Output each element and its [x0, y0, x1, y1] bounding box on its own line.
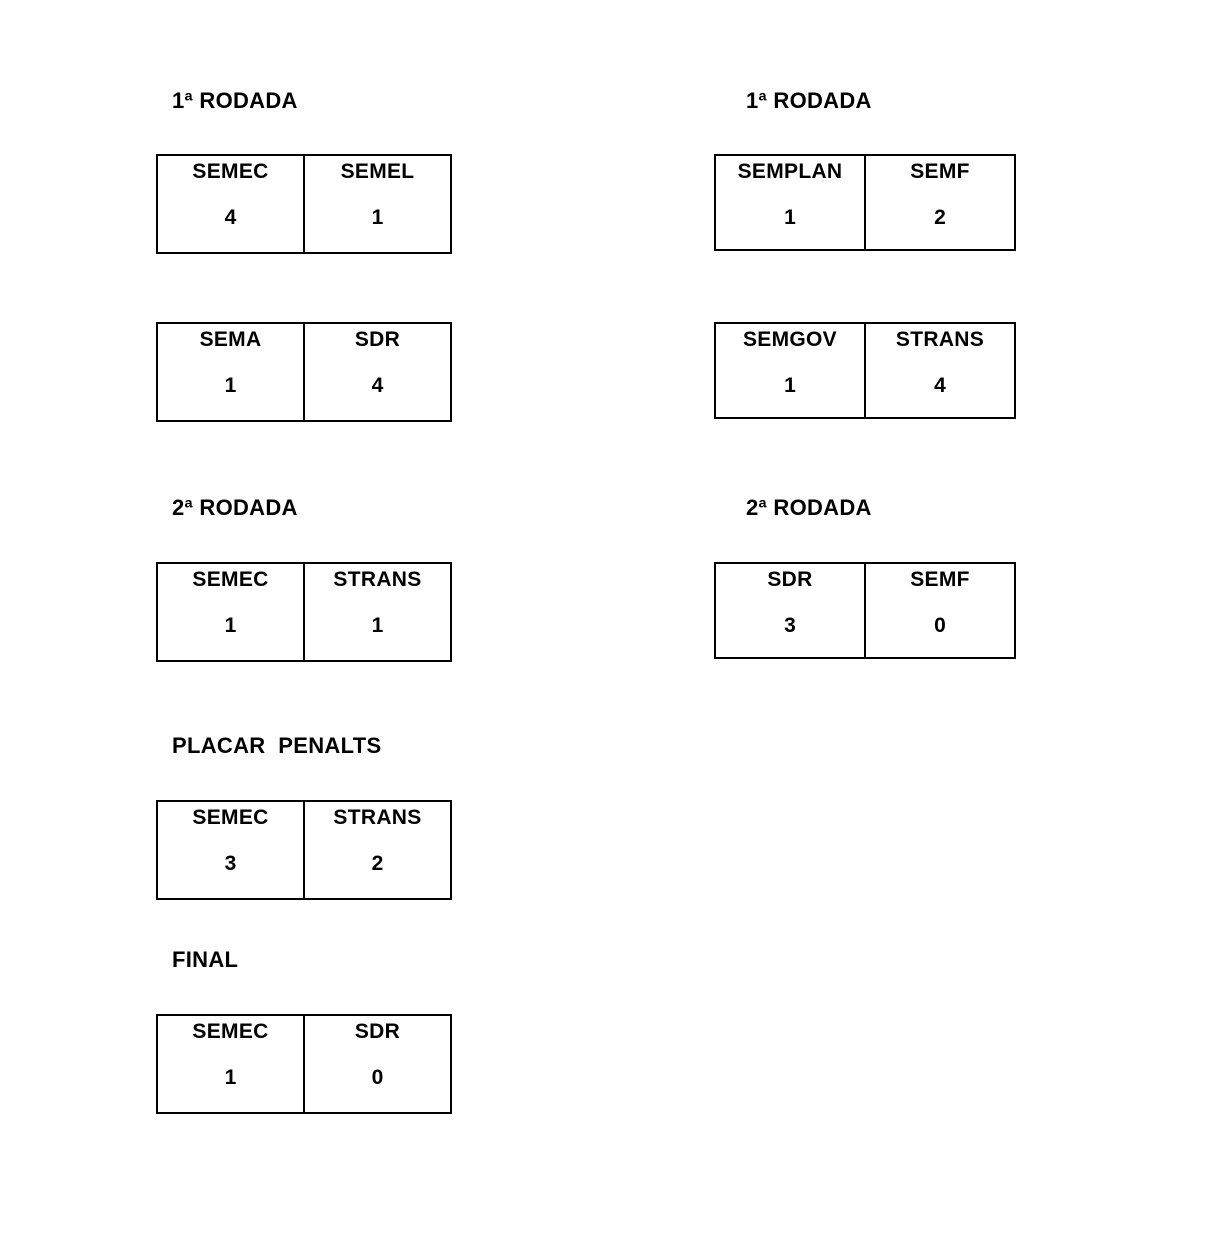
team-score: 1 [224, 374, 237, 397]
match-box: SEMPLAN 1 SEMF 2 [714, 154, 1016, 251]
team-name: SEMF [910, 568, 970, 591]
team-score: 4 [371, 374, 384, 397]
home-team-cell: SEMGOV 1 [716, 324, 864, 417]
team-name: SEMGOV [743, 328, 837, 351]
team-name: STRANS [333, 568, 422, 591]
away-team-cell: SEMEL 1 [303, 156, 450, 252]
match-box: SEMEC 1 SDR 0 [156, 1014, 452, 1114]
team-score: 0 [371, 1066, 384, 1089]
match-box: SEMA 1 SDR 4 [156, 322, 452, 422]
team-name: SDR [354, 328, 401, 351]
team-name: SEMEC [192, 1020, 269, 1043]
away-team-cell: STRANS 2 [303, 802, 450, 898]
away-team-cell: SDR 4 [303, 324, 450, 420]
team-score: 0 [934, 614, 946, 637]
team-name: SDR [767, 568, 813, 591]
team-score: 3 [784, 614, 796, 637]
team-score: 2 [371, 852, 384, 875]
left-round2-heading: 2ª RODADA [172, 495, 298, 520]
team-name: SEMEC [192, 160, 269, 183]
match-box: SEMEC 1 STRANS 1 [156, 562, 452, 662]
team-name: SDR [354, 1020, 401, 1043]
home-team-cell: SEMEC 1 [158, 1016, 303, 1112]
team-score: 2 [934, 206, 946, 229]
right-round2-heading: 2ª RODADA [746, 495, 872, 520]
away-team-cell: SEMF 0 [864, 564, 1014, 657]
team-name: SEMEL [340, 160, 415, 183]
team-score: 1 [784, 374, 796, 397]
right-round1-heading: 1ª RODADA [746, 88, 872, 113]
away-team-cell: STRANS 1 [303, 564, 450, 660]
team-name: SEMPLAN [737, 160, 843, 183]
home-team-cell: SEMEC 3 [158, 802, 303, 898]
match-box: SDR 3 SEMF 0 [714, 562, 1016, 659]
away-team-cell: STRANS 4 [864, 324, 1014, 417]
match-box: SEMGOV 1 STRANS 4 [714, 322, 1016, 419]
away-team-cell: SEMF 2 [864, 156, 1014, 249]
team-score: 3 [224, 852, 237, 875]
home-team-cell: SEMEC 4 [158, 156, 303, 252]
match-box: SEMEC 4 SEMEL 1 [156, 154, 452, 254]
team-score: 4 [934, 374, 946, 397]
team-score: 1 [784, 206, 796, 229]
home-team-cell: SEMPLAN 1 [716, 156, 864, 249]
team-name: SEMA [199, 328, 262, 351]
left-round1-heading: 1ª RODADA [172, 88, 298, 113]
home-team-cell: SEMA 1 [158, 324, 303, 420]
match-box: SEMEC 3 STRANS 2 [156, 800, 452, 900]
team-score: 1 [224, 614, 237, 637]
team-score: 4 [224, 206, 237, 229]
team-name: SEMF [910, 160, 970, 183]
away-team-cell: SDR 0 [303, 1016, 450, 1112]
team-name: STRANS [895, 328, 985, 351]
team-score: 1 [224, 1066, 237, 1089]
final-heading: FINAL [172, 947, 239, 972]
team-score: 1 [371, 614, 384, 637]
home-team-cell: SEMEC 1 [158, 564, 303, 660]
home-team-cell: SDR 3 [716, 564, 864, 657]
team-score: 1 [371, 206, 384, 229]
team-name: SEMEC [192, 806, 269, 829]
penalties-heading: PLACAR PENALTS [172, 733, 382, 758]
team-name: STRANS [333, 806, 422, 829]
team-name: SEMEC [192, 568, 269, 591]
